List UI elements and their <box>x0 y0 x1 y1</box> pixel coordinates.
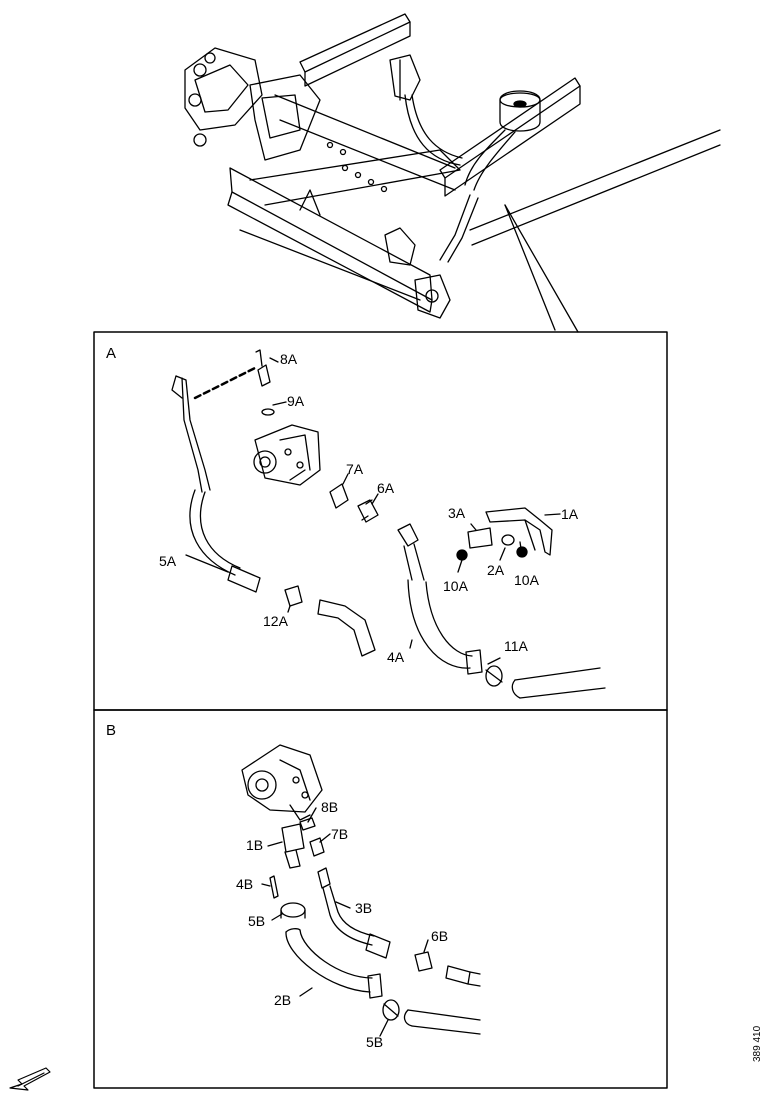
panel-b-frame <box>93 709 668 1089</box>
label-8a: 8A <box>280 351 298 367</box>
label-12a: 12A <box>263 613 288 629</box>
label-5a: 5A <box>159 553 177 569</box>
label-3a: 3A <box>448 505 466 521</box>
label-11a: 11A <box>504 638 528 654</box>
callout-line <box>504 204 579 333</box>
panel-b-title: B <box>106 722 117 739</box>
panel-a-title: A <box>106 345 117 362</box>
label-10a-left: 10A <box>443 578 468 594</box>
label-2a: 2A <box>487 562 505 578</box>
label-5b-bottom: 5B <box>366 1034 384 1050</box>
label-5b-top: 5B <box>248 913 266 929</box>
label-3b: 3B <box>355 900 373 916</box>
label-7a: 7A <box>346 461 364 477</box>
label-8b: 8B <box>321 799 339 815</box>
panel-b-parts <box>241 744 481 1037</box>
panel-a-frame <box>93 331 668 711</box>
label-10a-right: 10A <box>514 572 539 588</box>
label-1a: 1A <box>561 506 579 522</box>
arrow-icon <box>9 1067 51 1091</box>
reference-number: 389 410 <box>752 1025 763 1062</box>
chassis-frame-illustration <box>184 13 721 319</box>
label-4b: 4B <box>236 876 254 892</box>
callout-line <box>504 204 556 331</box>
label-4a: 4A <box>387 649 405 665</box>
label-9a: 9A <box>287 393 305 409</box>
label-2b: 2B <box>274 992 292 1008</box>
panel-a-parts <box>171 349 606 699</box>
label-6a: 6A <box>377 480 395 496</box>
label-6b: 6B <box>431 928 449 944</box>
label-7b: 7B <box>331 826 349 842</box>
label-1b: 1B <box>246 837 264 853</box>
